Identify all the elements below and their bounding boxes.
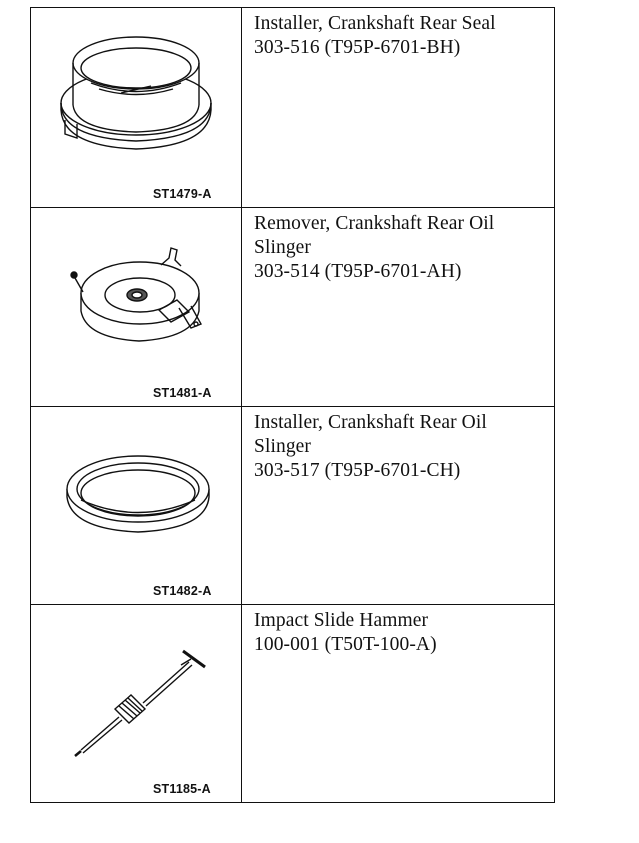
figure-label: ST1481-A	[153, 386, 212, 400]
tool-name: Impact Slide Hammer	[254, 610, 429, 631]
tool-illustration-cell: ST1482-A	[30, 406, 242, 605]
tool-description-cell: Installer, Crankshaft Rear Oil Slinger 3…	[241, 406, 555, 605]
tool-description-cell: Installer, Crankshaft Rear Seal 303-516 …	[241, 7, 555, 208]
tool-illustration-cell: ST1185-A	[30, 604, 242, 803]
tool-part-number: 303-517 (T95P-6701-CH)	[254, 460, 461, 481]
tool-description: Installer, Crankshaft Rear Oil Slinger 3…	[242, 407, 554, 483]
tool-part-number: 303-514 (T95P-6701-AH)	[254, 261, 462, 282]
tool-illustration-cell: ST1481-A	[30, 207, 242, 407]
tool-illustration-cell: ST1479-A	[30, 7, 242, 208]
tool-description: Impact Slide Hammer 100-001 (T50T-100-A)	[242, 605, 554, 657]
tool-name-cont: Slinger	[254, 436, 312, 457]
tool-row: ST1185-A Impact Slide Hammer 100-001 (T5…	[30, 604, 555, 803]
tool-name: Remover, Crankshaft Rear Oil	[254, 213, 495, 234]
figure-label: ST1479-A	[153, 187, 212, 201]
tool-part-number: 303-516 (T95P-6701-BH)	[254, 37, 461, 58]
tool-row: ST1481-A Remover, Crankshaft Rear Oil Sl…	[30, 207, 555, 407]
seal-installer-illustration	[60, 36, 212, 150]
figure-label: ST1482-A	[153, 584, 212, 598]
tool-part-number: 100-001 (T50T-100-A)	[254, 634, 437, 655]
slinger-remover-illustration	[70, 247, 202, 342]
slinger-installer-illustration	[66, 455, 210, 533]
tool-description: Remover, Crankshaft Rear Oil Slinger 303…	[242, 208, 554, 284]
special-tools-table: ST1479-A Installer, Crankshaft Rear Seal…	[30, 7, 555, 803]
slide-hammer-illustration	[74, 649, 206, 757]
figure-label: ST1185-A	[153, 782, 211, 796]
tool-description-cell: Impact Slide Hammer 100-001 (T50T-100-A)	[241, 604, 555, 803]
tool-name: Installer, Crankshaft Rear Seal	[254, 13, 496, 34]
tool-name: Installer, Crankshaft Rear Oil	[254, 412, 487, 433]
tool-row: ST1482-A Installer, Crankshaft Rear Oil …	[30, 406, 555, 605]
tool-description-cell: Remover, Crankshaft Rear Oil Slinger 303…	[241, 207, 555, 407]
tool-name-cont: Slinger	[254, 237, 312, 258]
tool-row: ST1479-A Installer, Crankshaft Rear Seal…	[30, 7, 555, 208]
tool-description: Installer, Crankshaft Rear Seal 303-516 …	[242, 8, 554, 60]
